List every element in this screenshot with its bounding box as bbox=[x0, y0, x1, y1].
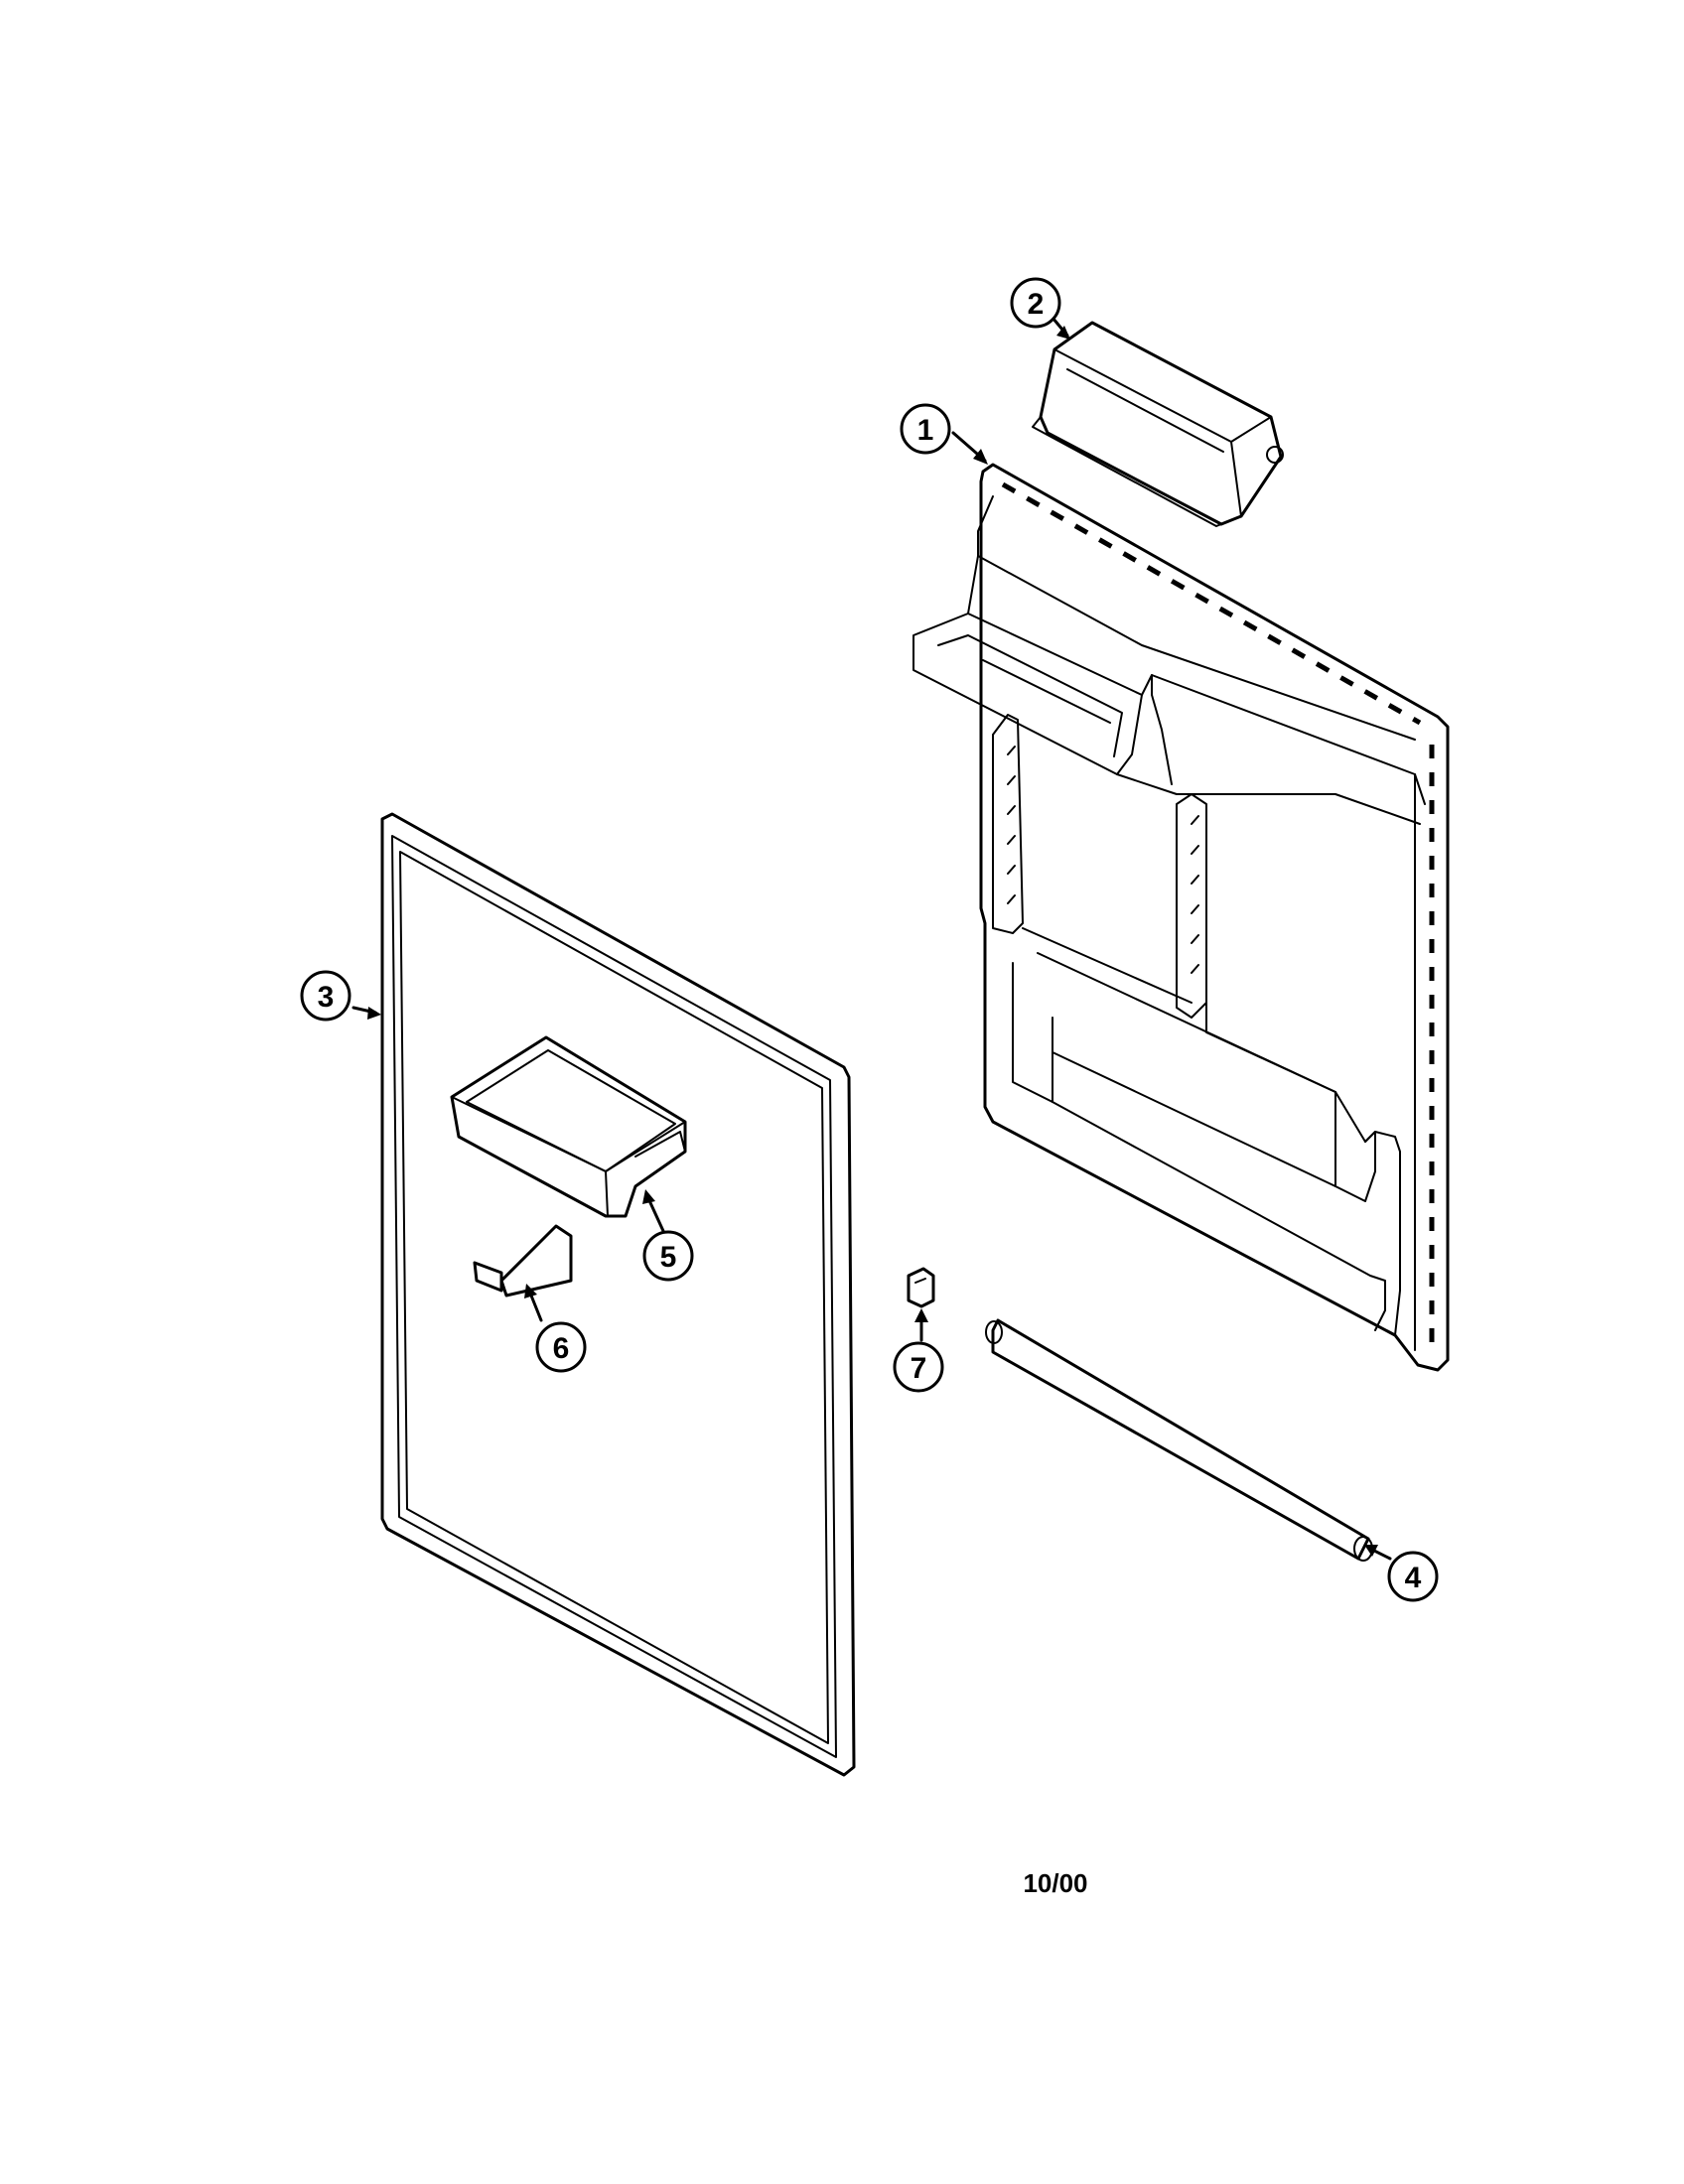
callout-5: 5 bbox=[642, 1230, 694, 1282]
callout-3: 3 bbox=[300, 970, 351, 1022]
callout-4: 4 bbox=[1387, 1551, 1439, 1602]
leader-lines bbox=[351, 316, 1392, 1561]
dairy-compartment bbox=[1032, 321, 1284, 527]
callout-6-label: 6 bbox=[553, 1332, 570, 1365]
callout-3-label: 3 bbox=[318, 981, 335, 1014]
clip bbox=[907, 1267, 935, 1308]
callout-7: 7 bbox=[893, 1341, 944, 1393]
door-gasket bbox=[380, 812, 856, 1777]
callout-1-label: 1 bbox=[917, 414, 934, 447]
door-bin bbox=[450, 1035, 687, 1218]
retainer-bracket bbox=[473, 1224, 573, 1297]
callout-2: 2 bbox=[1010, 277, 1061, 329]
callout-1: 1 bbox=[900, 403, 951, 455]
callout-4-label: 4 bbox=[1405, 1562, 1422, 1594]
callout-2-label: 2 bbox=[1028, 288, 1045, 321]
callout-7-label: 7 bbox=[911, 1352, 927, 1385]
bottom-rod bbox=[985, 1318, 1373, 1562]
door-liner bbox=[912, 463, 1450, 1372]
callout-5-label: 5 bbox=[660, 1241, 677, 1274]
revision-date: 10/00 bbox=[1023, 1868, 1087, 1898]
callout-6: 6 bbox=[535, 1321, 587, 1373]
